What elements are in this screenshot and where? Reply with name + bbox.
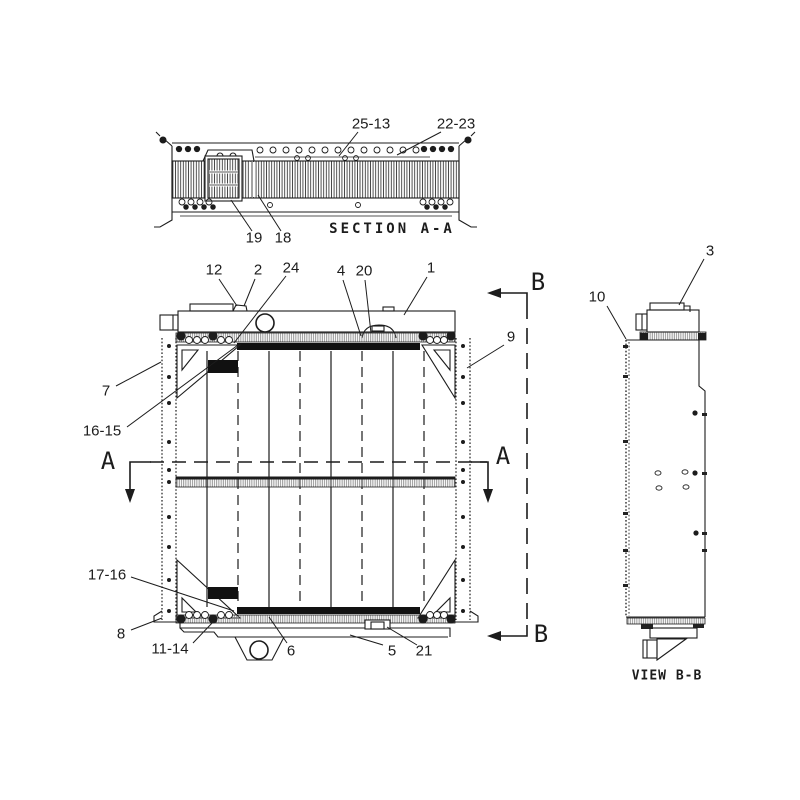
upper-baffle-block [208,360,238,373]
callout-2: 2 [253,261,263,279]
callout-18: 18 [274,229,292,247]
callout-21: 21 [415,642,433,660]
top-tank [159,303,456,339]
callout-6: 6 [286,642,296,660]
callout-24: 24 [282,259,300,277]
callout-5: 5 [387,642,397,660]
lower-baffle-block [208,587,238,599]
callout-4: 4 [336,262,346,280]
callout-1: 1 [426,259,436,277]
callout-22-23: 22-23 [436,115,476,133]
side-bottom-tank [626,617,706,662]
callout-12: 12 [205,261,223,279]
callout-20: 20 [355,262,373,280]
center-support-band [175,476,456,488]
section-line-b [487,288,528,641]
view-bb-title: VIEW B-B [631,668,703,684]
callout-16-15: 16-15 [82,422,122,440]
view-bb-leaders [606,258,705,340]
callout-8: 8 [116,625,126,643]
right-rail [454,338,479,623]
section-right-bracket [458,131,477,228]
left-rail [153,338,178,623]
section-aa-leaders [230,131,442,232]
section-marker-b-bottom: B [533,620,549,648]
section-marker-b-top: B [530,268,546,296]
callout-7: 7 [101,382,111,400]
front-view-leaders [115,275,505,646]
section-line-a [125,461,493,503]
callout-25-13: 25-13 [351,115,391,133]
callout-19: 19 [245,229,263,247]
section-marker-a-left: A [100,447,116,475]
section-marker-a-right: A [495,442,511,470]
section-aa-drawing [154,131,477,232]
callout-17-16: 17-16 [87,566,127,584]
bottom-tank [179,619,451,661]
side-panel [623,339,707,618]
section-aa-title: SECTION A-A [329,221,455,237]
callout-3: 3 [705,242,715,260]
callout-9: 9 [506,328,516,346]
callout-11-14: 11-14 [151,640,189,658]
section-left-bracket [154,131,173,228]
section-bottom-rail [172,198,459,217]
bottom-core-strip [175,607,456,624]
front-view-drawing [115,275,528,661]
side-top-tank [635,302,707,341]
view-bb-drawing [606,258,707,662]
callout-10: 10 [588,288,606,306]
section-core [171,155,460,202]
top-core-strip [175,331,456,350]
